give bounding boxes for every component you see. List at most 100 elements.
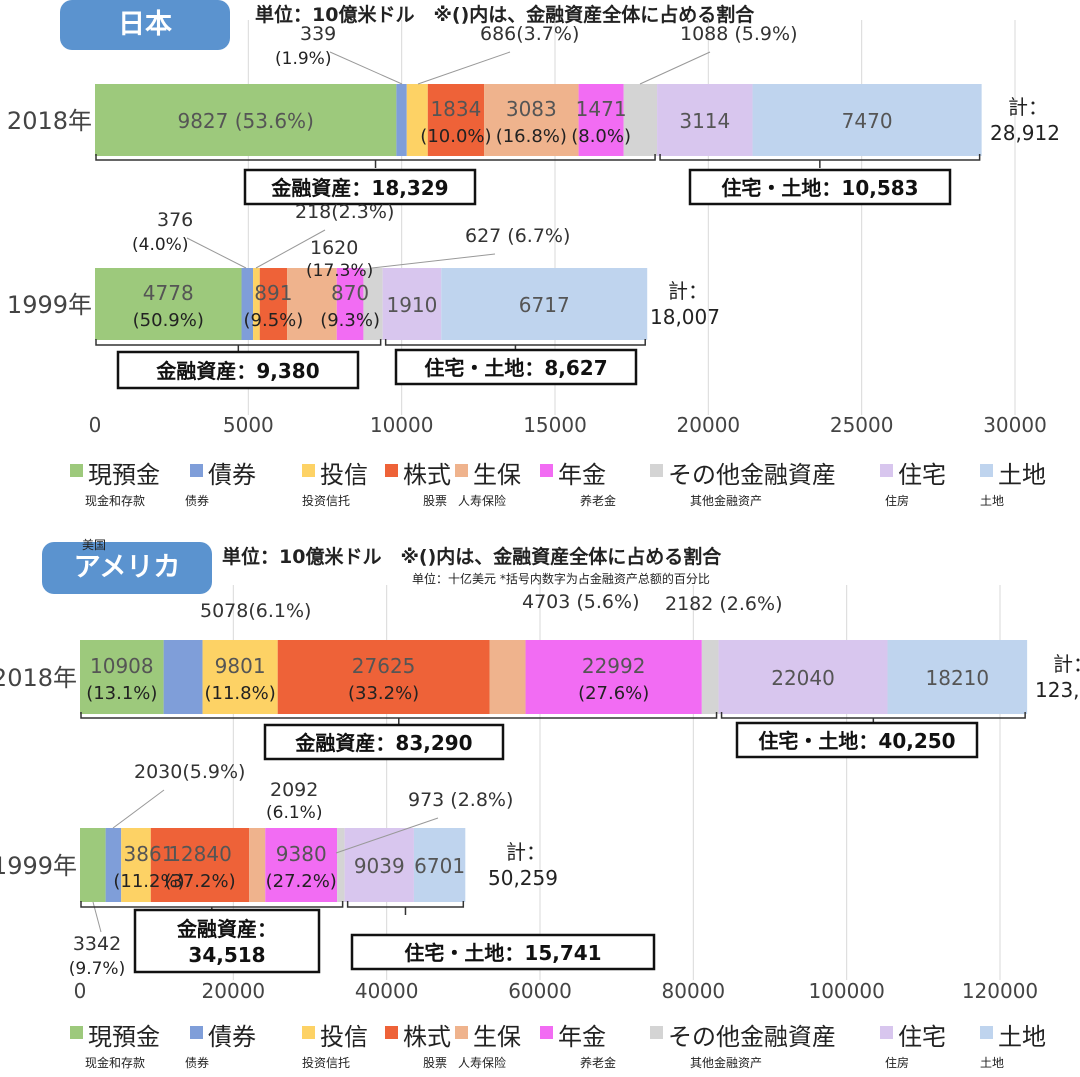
- x-tick-label: 5000: [223, 413, 274, 437]
- legend-label-zh-housing: 住房: [885, 494, 910, 508]
- year-label: 2018年: [0, 664, 77, 692]
- bar-segment-insurance: [489, 640, 526, 714]
- leader-line: [335, 817, 439, 854]
- legend-label-zh-pension: 养老金: [580, 1056, 617, 1070]
- real-estate-box: [735, 721, 979, 759]
- bar-segment-other: [337, 828, 345, 902]
- legend-label-stocks: 株式: [403, 1023, 451, 1051]
- legend-label-other: その他金融資産: [668, 1023, 836, 1051]
- x-tick-label: 10000: [370, 413, 434, 437]
- legend-label-funds: 投信: [320, 461, 368, 489]
- leader-line: [417, 51, 511, 85]
- legend-label-bonds: 債券: [208, 1023, 256, 1051]
- legend-label-zh-housing: 住房: [885, 1056, 910, 1070]
- data-pct-funds: (11.2%): [113, 871, 184, 892]
- data-label-housing: 9039: [354, 854, 405, 878]
- legend-label-zh-funds: 投资信托: [302, 1056, 351, 1070]
- financial-assets-box: [116, 350, 360, 390]
- data-pct-cash: (50.9%): [133, 310, 204, 331]
- legend-label-housing: 住宅: [898, 1023, 946, 1051]
- legend-label-pension: 年金: [558, 1023, 606, 1051]
- bar-segment-cash: [95, 84, 397, 156]
- legend-swatch-pension: [540, 464, 553, 477]
- data-label-housing: 3114: [679, 109, 730, 133]
- data-label-other: 1088 (5.9%): [680, 23, 798, 45]
- data-pct-bonds: (4.0%): [132, 235, 188, 255]
- financial-assets-label: 金融資産：9,380: [155, 359, 319, 383]
- data-label-land: 7470: [842, 109, 893, 133]
- legend-usa: 現預金现金和存款債券债券投信投资信托株式股票生保人寿保险年金养老金その他金融資産…: [40, 1017, 1080, 1077]
- x-tick-label: 80000: [662, 979, 726, 1003]
- real-estate-label: 住宅・土地：15,741: [404, 941, 601, 965]
- bar-segment-bonds: [241, 268, 254, 340]
- data-label-pension: 870: [331, 281, 369, 305]
- legend-label-housing: 住宅: [898, 461, 946, 489]
- bar-segment-stocks: [150, 828, 250, 902]
- data-label-bonds: 2030(5.9%): [134, 761, 245, 783]
- bar-segment-land: [441, 268, 648, 340]
- data-label-insurance: 1620: [310, 237, 358, 259]
- data-pct-insurance: (16.8%): [496, 126, 567, 147]
- data-label-funds: 218(2.3%): [295, 201, 394, 223]
- legend-label-zh-cash: 现金和存款: [85, 1056, 146, 1070]
- legend-swatch-housing: [880, 1026, 893, 1039]
- bar-segment-funds: [406, 84, 428, 156]
- leader-line: [639, 51, 711, 85]
- legend-swatch-other: [650, 1026, 663, 1039]
- bracket-financial: [95, 154, 656, 168]
- data-pct-pension: (27.2%): [266, 871, 337, 892]
- bar-segment-housing: [382, 268, 442, 340]
- unit-note-zh: 单位：十亿美元 *括号内数字为占金融资产总额的百分比: [412, 572, 710, 586]
- real-estate-box: [350, 933, 656, 971]
- data-label-cash: 9827 (53.6%): [177, 109, 313, 133]
- data-label-housing: 22040: [771, 666, 835, 690]
- data-label-other: 627 (6.7%): [465, 225, 570, 247]
- data-pct-cash: (9.7%): [69, 959, 125, 979]
- bar-segment-housing: [657, 84, 753, 156]
- legend-label-zh-stocks: 股票: [423, 1056, 448, 1070]
- data-pct-stocks: (10.0%): [420, 126, 491, 147]
- unit-note-usa: 単位：10億米ドル ※()内は、金融資産全体に占める割合: [222, 546, 722, 568]
- bar-segment-insurance: [287, 268, 337, 340]
- x-tick-label: 20000: [202, 979, 266, 1003]
- x-tick-label: 120000: [962, 979, 1038, 1003]
- data-label-cash: 4778: [143, 281, 194, 305]
- data-label-funds: 9801: [215, 654, 266, 678]
- leader-line: [112, 789, 165, 829]
- data-label-cash: 10908: [90, 654, 154, 678]
- legend-swatch-stocks: [385, 464, 398, 477]
- total-value: 50,259: [488, 866, 558, 890]
- x-tick-label: 0: [89, 413, 102, 437]
- data-pct-insurance: (17.3%): [306, 261, 373, 281]
- legend-swatch-land: [980, 464, 993, 477]
- legend-label-zh-funds: 投资信托: [302, 494, 351, 508]
- data-label-funds: 3861: [124, 842, 175, 866]
- bracket-real-estate: [659, 154, 981, 168]
- legend-swatch-insurance: [455, 1026, 468, 1039]
- bar-segment-bonds: [396, 84, 407, 156]
- data-label-cash: 3342: [73, 933, 121, 955]
- leader-line: [329, 51, 403, 85]
- data-pct-stocks: (33.2%): [348, 683, 419, 704]
- legend-label-bonds: 債券: [208, 461, 256, 489]
- bar-segment-land: [887, 640, 1028, 714]
- data-label-funds: 686(3.7%): [480, 23, 579, 45]
- bar-segment-stocks: [259, 268, 288, 340]
- country-badge-usa: アメリカ: [42, 542, 212, 594]
- x-tick-label: 60000: [508, 979, 572, 1003]
- leader-line: [186, 237, 247, 269]
- data-label-land: 6701: [414, 854, 465, 878]
- legend-label-zh-bonds: 债券: [185, 494, 210, 508]
- x-tick-label: 15000: [523, 413, 587, 437]
- data-label-other: 2182 (2.6%): [665, 593, 783, 615]
- usa-stacked-bar-chart: 0200004000060000800001000001200002018年計：…: [0, 585, 1080, 1003]
- bar-segment-insurance: [249, 828, 266, 902]
- leader-line: [255, 229, 326, 269]
- data-pct-stocks: (9.5%): [244, 310, 304, 331]
- legend-label-land: 土地: [998, 461, 1046, 489]
- financial-assets-label: 金融資産：18,329: [270, 176, 448, 200]
- legend-label-cash: 現預金: [88, 461, 160, 489]
- bar-segment-stocks: [277, 640, 490, 714]
- bar-segment-other: [701, 640, 719, 714]
- data-label-pension: 9380: [276, 842, 327, 866]
